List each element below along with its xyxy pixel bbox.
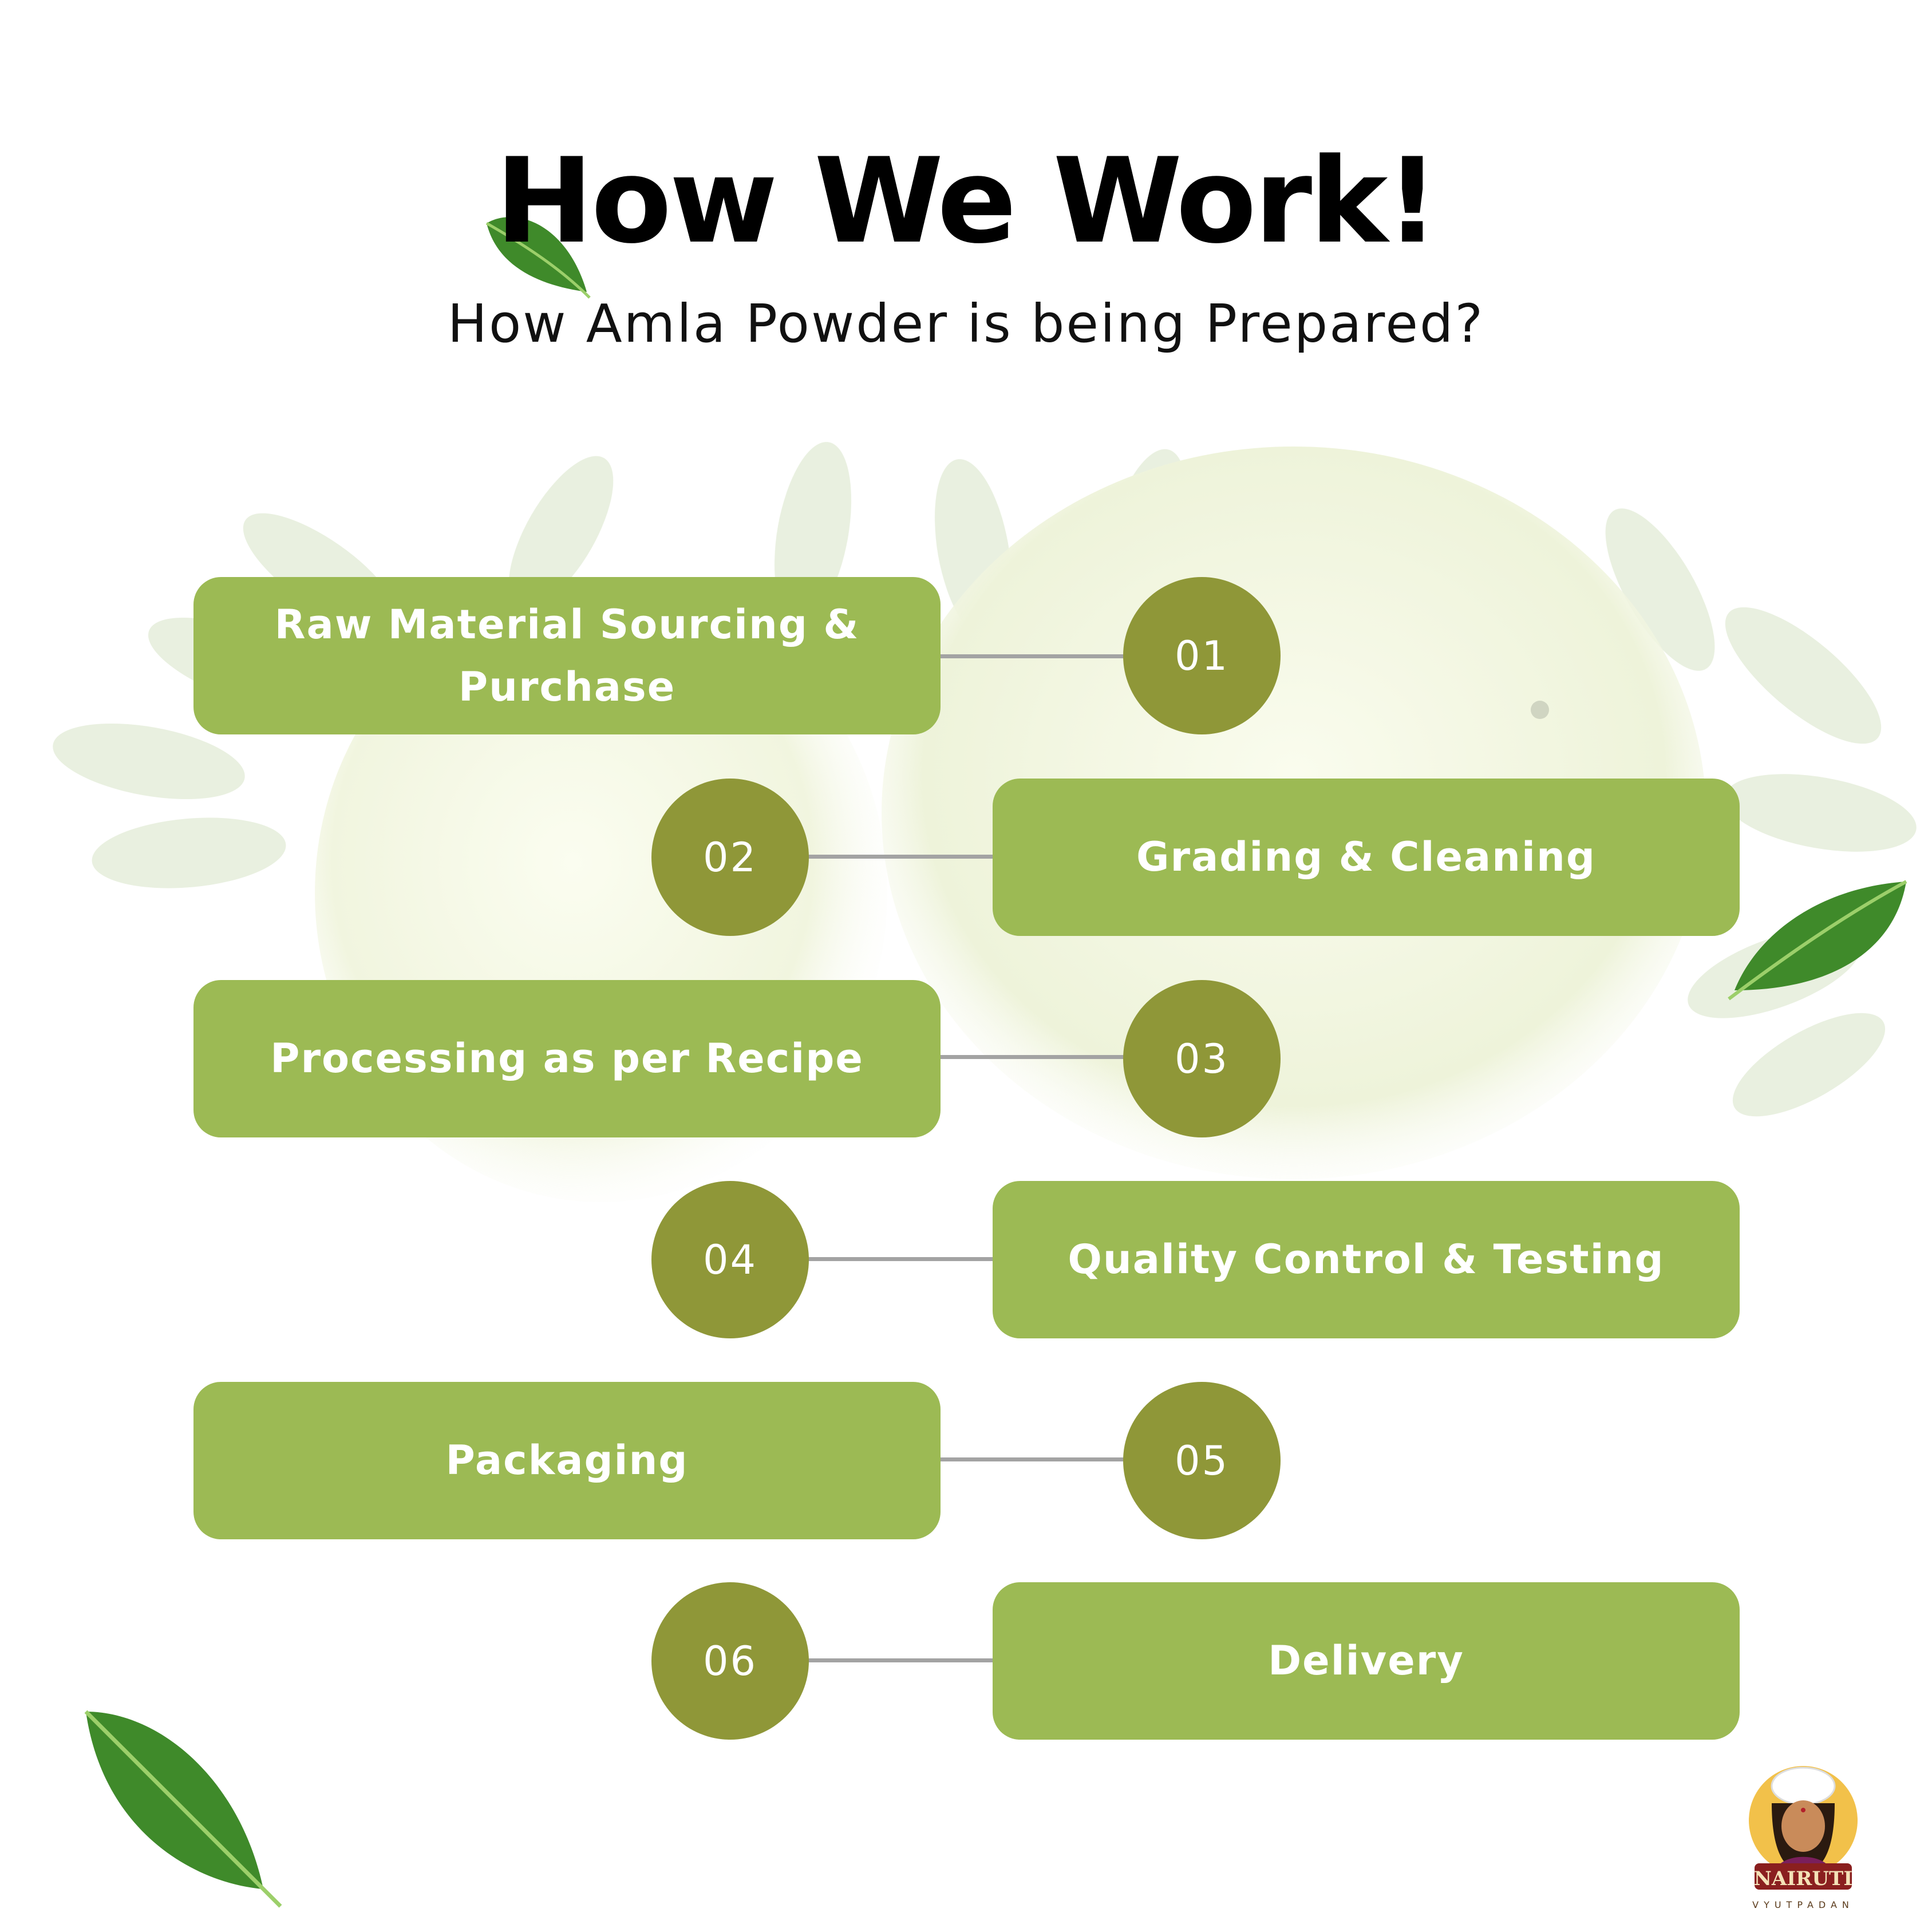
step-number-circle: 03 [1123, 980, 1281, 1137]
step-box: Raw Material Sourcing & Purchase [193, 577, 941, 734]
brand-logo-name: NAIRUTI [1753, 1867, 1853, 1890]
brand-logo [1749, 1766, 1858, 1890]
step-connector [939, 1055, 1128, 1059]
step-box: Processing as per Recipe [193, 980, 941, 1137]
step-box: Packaging [193, 1382, 941, 1539]
leaf-icon [84, 1710, 282, 1908]
step-number-circle: 02 [651, 779, 809, 936]
step-number-circle: 01 [1123, 577, 1281, 734]
step-number-circle: 05 [1123, 1382, 1281, 1539]
leaf-icon [485, 217, 591, 299]
step-box: Quality Control & Testing [993, 1181, 1740, 1338]
brand-logo-tagline: VYUTPADAN [1752, 1899, 1854, 1910]
step-number-circle: 06 [651, 1582, 809, 1740]
page-title: How We Work! [495, 133, 1439, 270]
step-connector [807, 855, 996, 859]
step-connector [939, 654, 1128, 658]
step-box: Delivery [993, 1582, 1740, 1740]
step-connector [807, 1257, 996, 1261]
step-box: Grading & Cleaning [993, 779, 1740, 936]
step-connector [939, 1457, 1128, 1461]
leaf-icon [1728, 880, 1907, 1001]
step-number-circle: 04 [651, 1181, 809, 1338]
step-connector [807, 1658, 996, 1662]
page-subtitle: How Amla Powder is being Prepared? [447, 293, 1485, 354]
